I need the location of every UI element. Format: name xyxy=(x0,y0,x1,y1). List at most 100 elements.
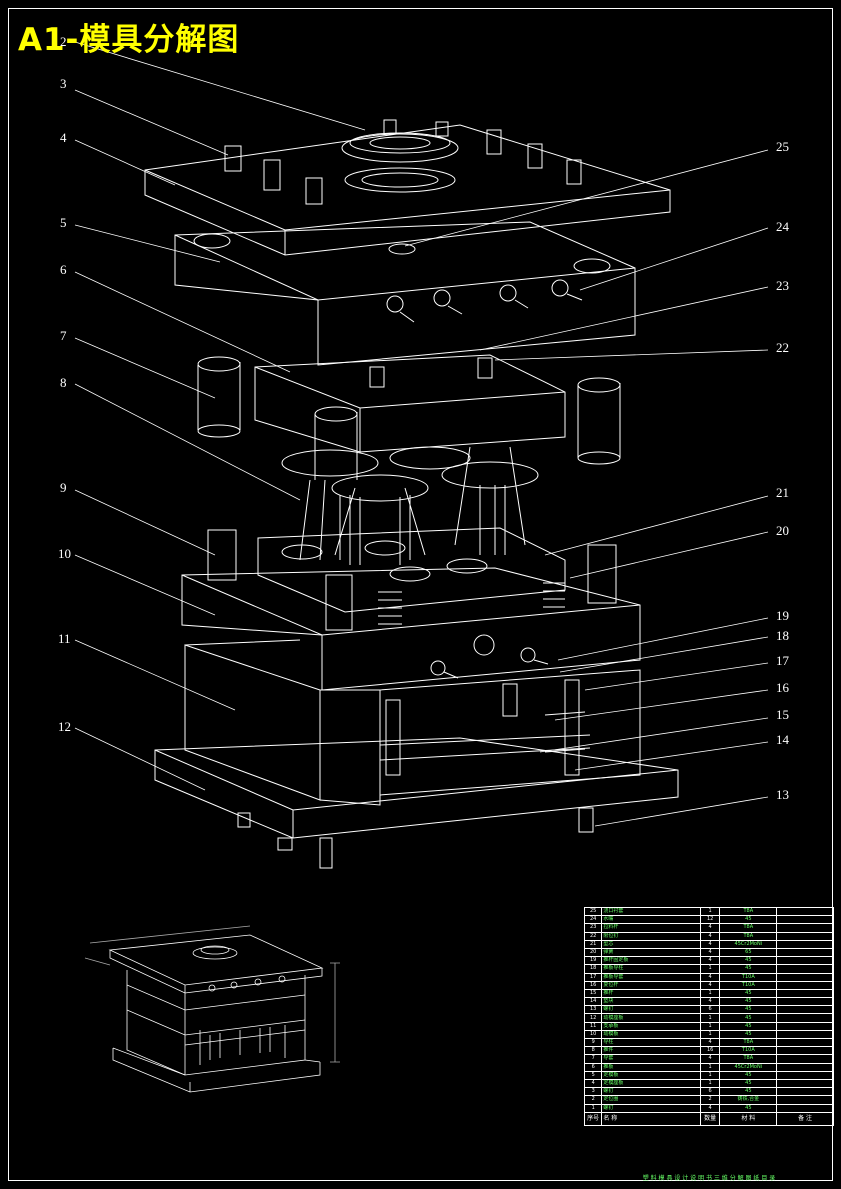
bom-row-name: 推件 xyxy=(601,1046,701,1056)
bom-row-no: 3 xyxy=(583,1087,603,1097)
bom-row-note xyxy=(776,972,834,982)
bom-row-qty: 1 xyxy=(699,1021,721,1031)
bom-row-name: 推板导套 xyxy=(601,972,701,982)
callout-25: 25 xyxy=(776,139,789,154)
bom-row-note xyxy=(776,906,834,917)
bom-row-material: 45 xyxy=(719,1005,778,1015)
bom-row-material: 45 xyxy=(719,956,778,966)
bom-row-material: T8A xyxy=(719,1054,778,1064)
drawing-border xyxy=(8,8,833,1181)
bom-row-name: 支承板 xyxy=(601,1021,701,1031)
bom-row-note xyxy=(776,1021,834,1031)
bom-row-material: T8A xyxy=(719,923,778,933)
bom-row-no: 14 xyxy=(583,997,603,1007)
callout-2: 2 xyxy=(60,34,67,49)
callout-9: 9 xyxy=(60,480,67,495)
bom-row-name: 导套 xyxy=(601,1054,701,1064)
bom-row-name: 拉料杆 xyxy=(601,923,701,933)
bom-row-note xyxy=(776,915,834,925)
bom-row-no: 21 xyxy=(583,939,603,949)
bom-row-material: 45 xyxy=(719,988,778,999)
bom-row-no: 7 xyxy=(583,1054,603,1064)
bom-row-name: 限位钉 xyxy=(601,931,701,941)
bom-row-material: T10A xyxy=(719,972,778,982)
bom-row-no: 1 xyxy=(583,1103,603,1113)
bom-row-no: 22 xyxy=(583,931,603,941)
bom-row-material: T10A xyxy=(719,980,778,990)
cavity-plate xyxy=(174,221,636,366)
bom-row-no: 17 xyxy=(583,972,603,982)
bom-row-note xyxy=(776,1013,834,1023)
bom-row-material: 45 xyxy=(719,1013,778,1023)
bom-row-qty: 1 xyxy=(699,964,721,974)
bom-row-name: 水嘴 xyxy=(601,915,701,925)
callout-5: 5 xyxy=(60,215,67,230)
bottom-clamp-plate xyxy=(154,737,679,869)
bom-row-note xyxy=(776,1103,834,1113)
callout-7: 7 xyxy=(60,328,67,343)
callout-17: 17 xyxy=(776,653,790,668)
bom-row-material: 45 xyxy=(719,997,778,1007)
bom-header-qty: 数量 xyxy=(699,1111,721,1126)
callout-15: 15 xyxy=(776,707,789,722)
bom-row-material: T8A xyxy=(719,1037,778,1048)
bom-row-qty: 1 xyxy=(699,906,721,917)
bom-row-name: 定模座板 xyxy=(601,1078,701,1089)
callout-21: 21 xyxy=(776,485,789,500)
bom-row-material: T10A xyxy=(719,1046,778,1056)
bom-row-note xyxy=(776,980,834,990)
leader-lines xyxy=(74,41,769,827)
bom-row-qty: 4 xyxy=(699,931,721,941)
bom-row-no: 13 xyxy=(583,1005,603,1015)
bom-row-note xyxy=(776,1054,834,1064)
callout-13: 13 xyxy=(776,787,789,802)
bom-row-name: 定模板 xyxy=(601,1070,701,1080)
ejector-assembly xyxy=(379,669,641,796)
bom-row-qty: 4 xyxy=(699,972,721,982)
bom-row-note xyxy=(776,988,834,999)
bom-row-note xyxy=(776,931,834,941)
bom-row-qty: 12 xyxy=(699,915,721,925)
bom-row-name: 推杆固定板 xyxy=(601,956,701,966)
bom-row-qty: 4 xyxy=(699,1037,721,1048)
bom-row-material: 铸铁,合金 xyxy=(719,1095,778,1105)
bom-row-material: 45 xyxy=(719,1087,778,1097)
callout-10: 10 xyxy=(58,546,71,561)
bom-row-qty: 1 xyxy=(699,1013,721,1023)
bom-row-no: 16 xyxy=(583,980,603,990)
bom-row-note xyxy=(776,939,834,949)
bom-row-qty: 1 xyxy=(699,1062,721,1072)
bom-row-material: T8A xyxy=(719,906,778,917)
bom-row-qty: 1 xyxy=(699,988,721,999)
bom-row-material: T8A xyxy=(719,931,778,941)
bom-row-name: 定位圈 xyxy=(601,1095,701,1105)
bom-footer: 塑 料 模 具 设 计 说 明 书 三 维 分 解 图 纸 目 录 xyxy=(642,1175,776,1182)
bom-row-qty: 1 xyxy=(699,1070,721,1080)
callout-24: 24 xyxy=(776,219,790,234)
bom-row-qty: 2 xyxy=(699,1095,721,1105)
callout-18: 18 xyxy=(776,628,789,643)
bom-row-note xyxy=(776,1005,834,1015)
bom-row-note xyxy=(776,1070,834,1080)
bom-row-material: 45 xyxy=(719,964,778,974)
bom-row-qty: 1 xyxy=(699,1029,721,1040)
bom-row-note xyxy=(776,923,834,933)
callout-numbers: 2 3 4 5 6 7 8 9 10 11 12 25 24 23 22 21 … xyxy=(58,34,790,802)
bom-row-no: 10 xyxy=(583,1029,603,1040)
callout-22: 22 xyxy=(776,340,789,355)
